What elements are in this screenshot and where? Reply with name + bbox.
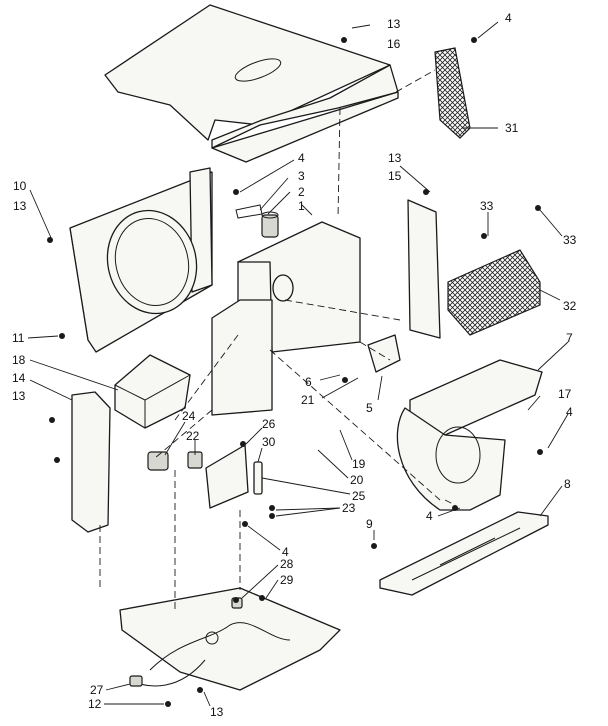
base-pan-part [379,511,549,596]
callout-32: 32 [563,299,577,313]
callout-15: 15 [388,169,402,183]
callout-1: 1 [298,199,305,213]
leader-lines [27,21,569,707]
callout-16: 16 [387,37,401,51]
evaporator-coil-part [447,249,541,336]
alignment-lines [99,69,456,612]
callout-13: 13 [210,705,224,719]
callout-20: 20 [350,473,364,487]
screw-icons [47,37,543,707]
callout-29: 29 [280,573,294,587]
callout-25: 25 [352,489,366,503]
callout-19: 19 [352,457,366,471]
callout-7: 7 [566,331,573,345]
front-shroud-part [69,167,213,353]
callout-6: 6 [305,375,312,389]
callout-2: 2 [298,185,305,199]
callout-12: 12 [88,697,102,711]
callout-33: 33 [480,199,494,213]
callout-labels: 13 16 4 31 4 3 2 1 13 15 10 13 33 33 32 … [12,11,577,719]
callout-8: 8 [564,477,571,491]
callout-10: 10 [13,179,27,193]
callout-27: 27 [90,683,104,697]
callout-13: 13 [387,17,401,31]
blower-housing-part [396,359,543,511]
callout-17: 17 [558,387,572,401]
callout-4: 4 [505,11,512,25]
callout-33: 33 [563,233,577,247]
callout-5: 5 [366,401,373,415]
callout-4: 4 [566,405,573,419]
fan-motor-part [235,204,279,238]
callout-4: 4 [426,509,433,523]
bulkhead-part [211,199,441,416]
callout-24: 24 [182,409,196,423]
callout-30: 30 [262,435,276,449]
callout-11: 11 [12,331,25,345]
callout-21: 21 [301,393,315,407]
callout-3: 3 [298,169,305,183]
callout-28: 28 [280,557,294,571]
callout-22: 22 [186,429,200,443]
air-filter-part [434,47,471,139]
callout-9: 9 [366,517,373,531]
callout-23: 23 [342,501,356,515]
callout-13: 13 [13,199,27,213]
callout-31: 31 [505,121,519,135]
callout-4: 4 [282,545,289,559]
capacitor-part [147,451,203,471]
callout-26: 26 [262,417,276,431]
top-cover-part [104,4,399,163]
callout-14: 14 [12,371,26,385]
callout-13: 13 [12,389,26,403]
wiring-harness-part [119,587,341,691]
callout-13: 13 [388,151,402,165]
control-box-part [71,354,191,533]
callout-18: 18 [12,353,26,367]
callout-4: 4 [298,151,305,165]
control-panel-part [205,444,263,509]
switch-bracket-part [367,334,401,373]
